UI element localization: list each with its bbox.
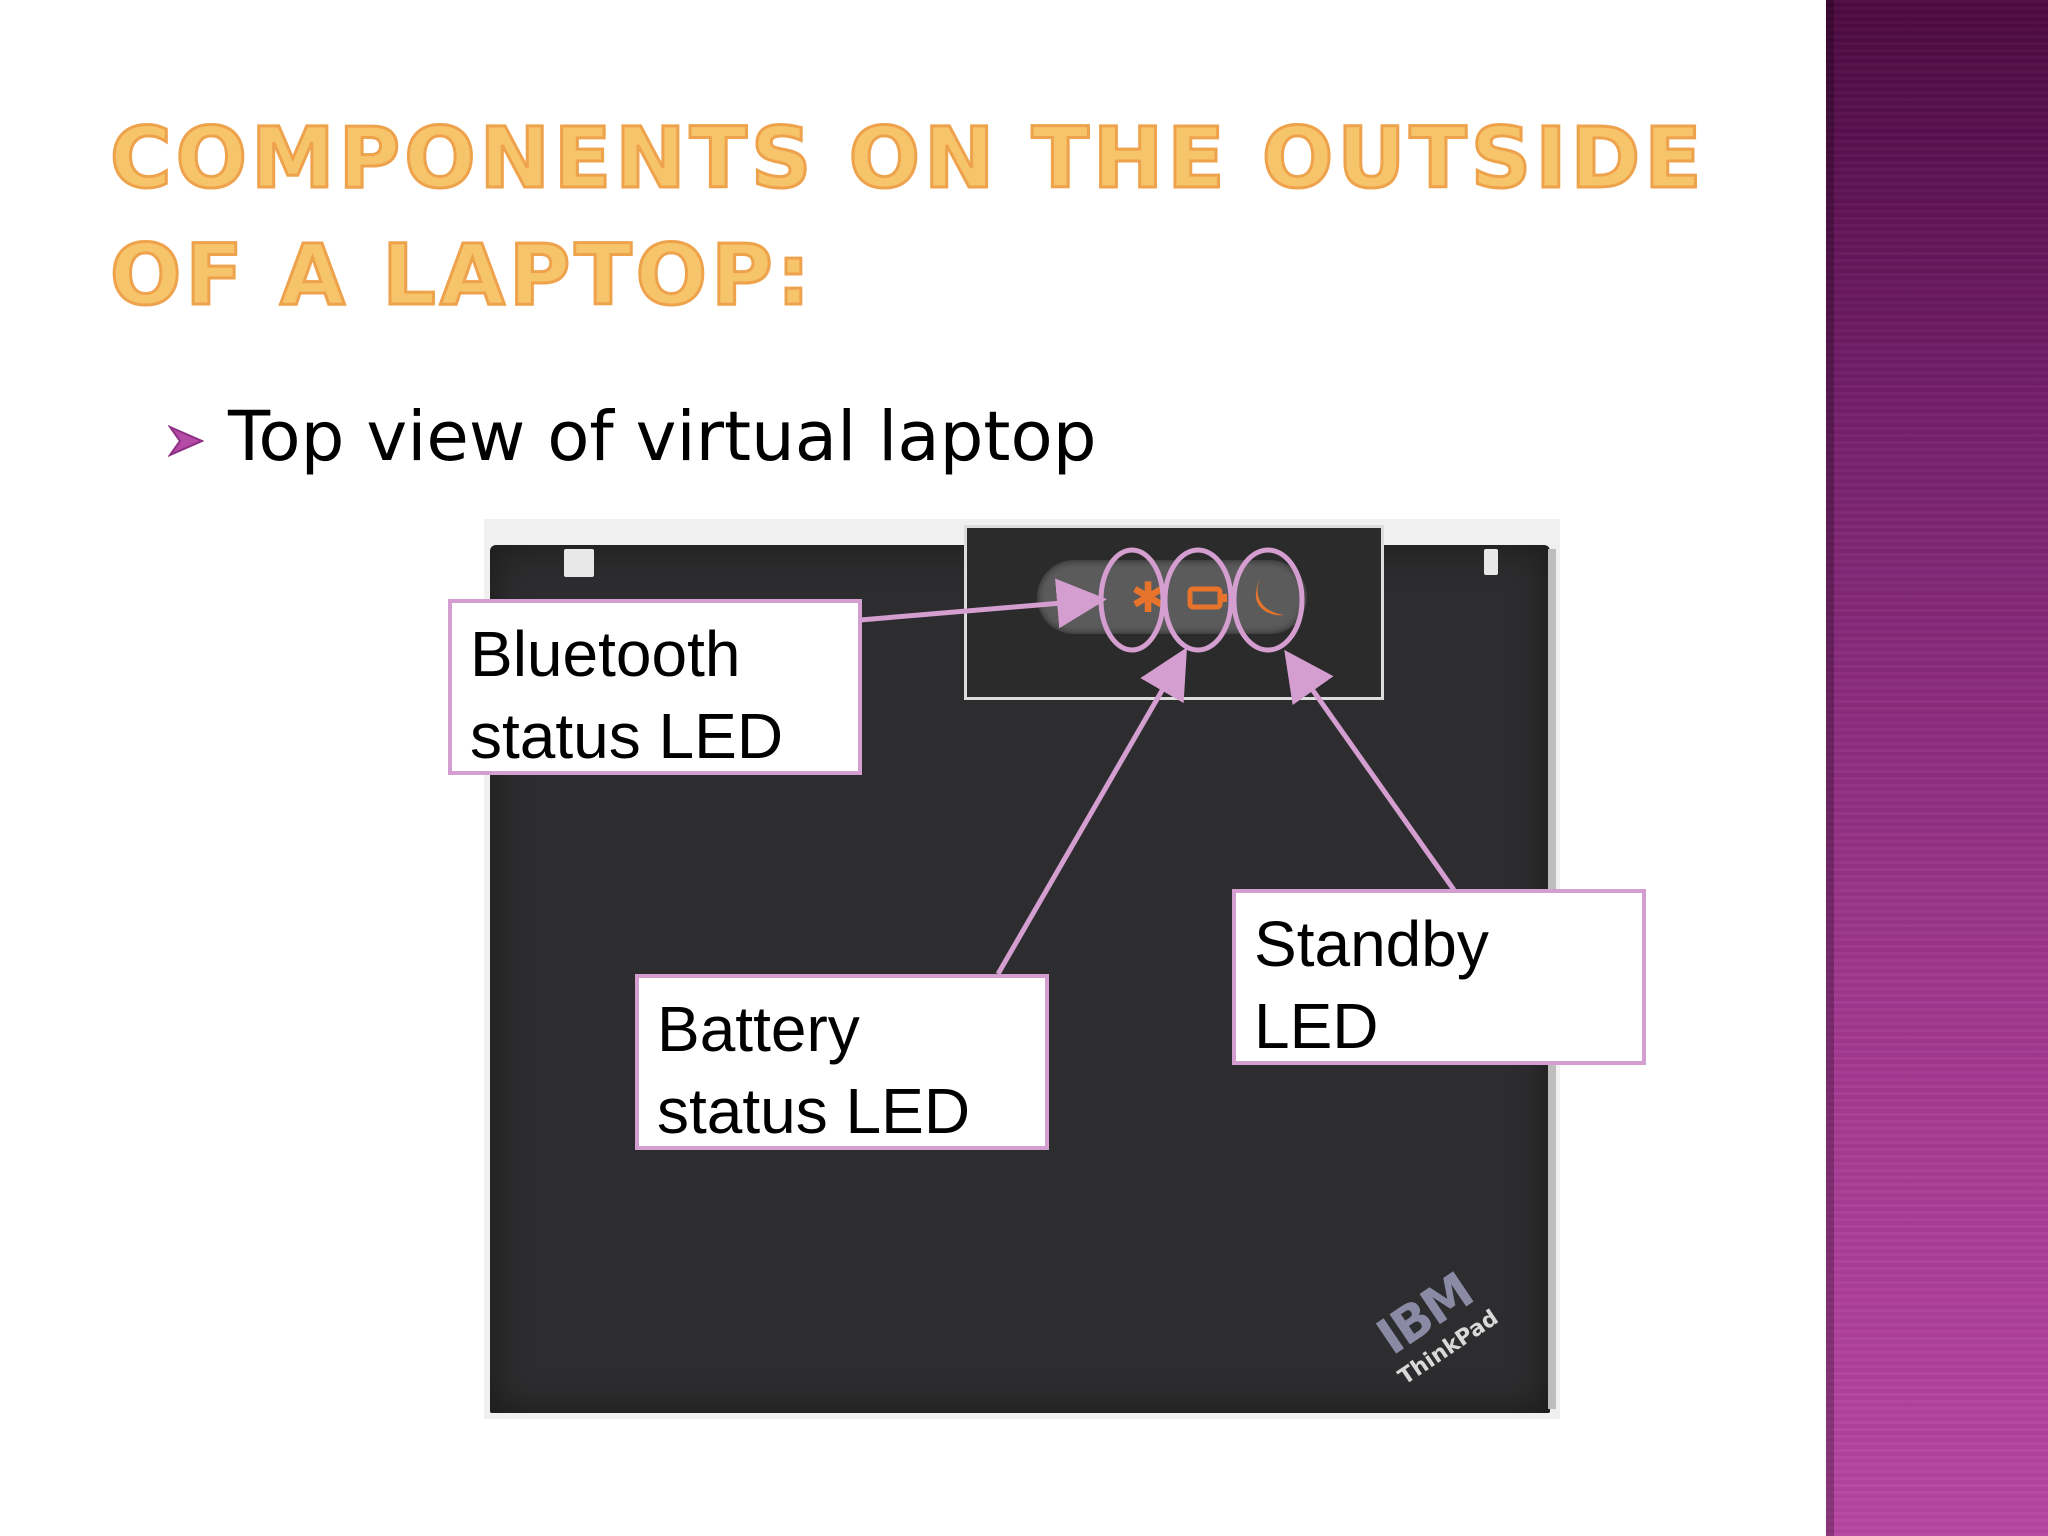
battery-callout-line1: Battery xyxy=(657,993,860,1065)
battery-icon xyxy=(1182,573,1234,623)
arrow-bullet-icon xyxy=(168,425,204,457)
decorative-side-bar xyxy=(1826,0,2048,1536)
standby-callout: Standby LED xyxy=(1232,889,1646,1065)
slide: Components on the outside of a laptop: T… xyxy=(108,107,1706,1419)
standby-callout-line2: LED xyxy=(1254,990,1379,1062)
latch-left xyxy=(564,549,594,577)
standby-callout-line1: Standby xyxy=(1254,908,1489,980)
bluetooth-icon: ✱ xyxy=(1130,573,1166,622)
bluetooth-callout-line1: Bluetooth xyxy=(470,618,741,690)
bluetooth-callout: Bluetooth status LED xyxy=(448,599,862,775)
slide-title: Components on the outside of a laptop: xyxy=(109,108,1706,326)
moon-icon xyxy=(1246,573,1294,623)
bluetooth-callout-line2: status LED xyxy=(470,700,784,772)
latch-right xyxy=(1484,549,1498,575)
bullet-text: Top view of virtual laptop xyxy=(228,397,1097,477)
battery-callout: Battery status LED xyxy=(635,974,1049,1150)
battery-callout-line2: status LED xyxy=(657,1075,971,1147)
